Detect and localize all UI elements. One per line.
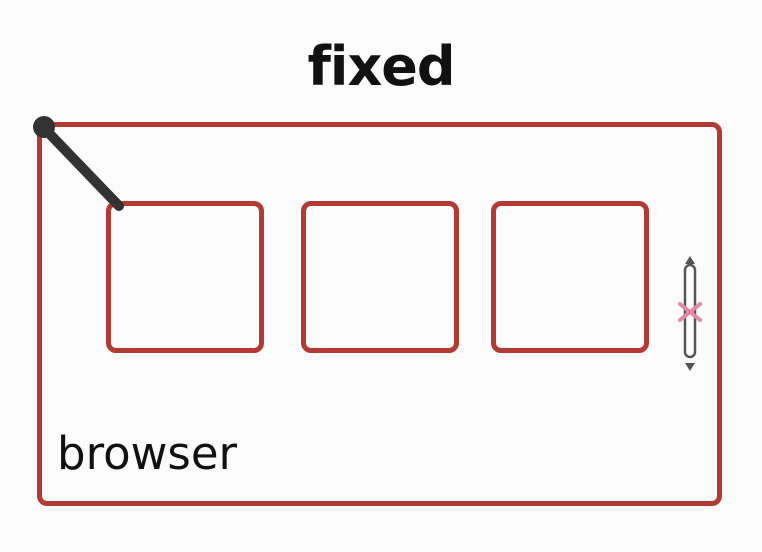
scroll-down-arrow-icon (685, 363, 695, 371)
vertical-scroll-icon[interactable] (678, 256, 702, 371)
diagram-title: fixed (307, 35, 455, 98)
fixed-box-3 (491, 201, 649, 353)
scroll-marker-stroke-2 (678, 302, 702, 322)
fixed-box-1 (106, 201, 264, 353)
browser-viewport-frame (37, 122, 722, 506)
fixed-box-2 (301, 201, 459, 353)
scroll-up-arrow-icon (685, 256, 695, 264)
browser-label: browser (57, 427, 238, 480)
